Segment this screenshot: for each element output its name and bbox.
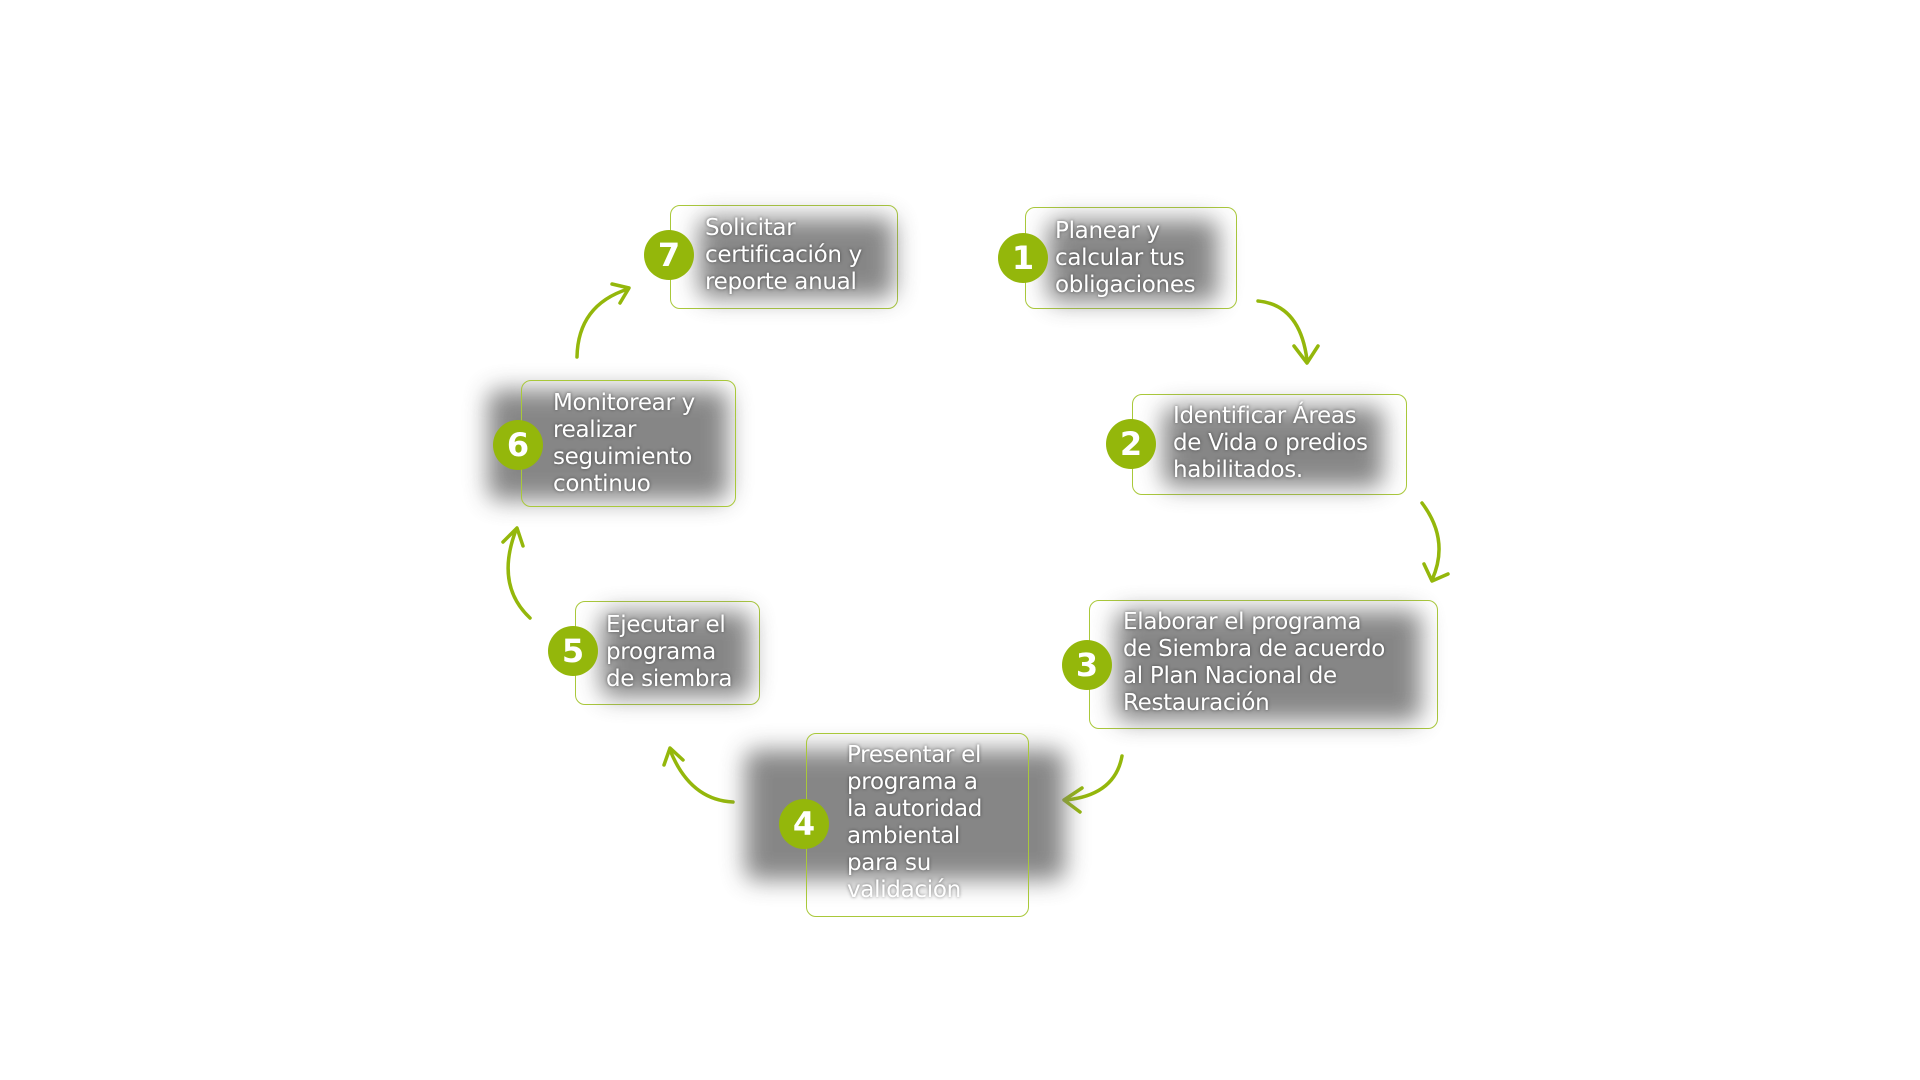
step-4-badge: 4 (779, 799, 829, 849)
step-2-text: Identificar Áreas de Vida o predios habi… (1173, 403, 1368, 483)
step-2-card: Identificar Áreas de Vida o predios habi… (1132, 394, 1407, 495)
step-7-card: Solicitar certificación y reporte anual (670, 205, 898, 309)
step-3-card: Elaborar el programa de Siembra de acuer… (1089, 600, 1438, 729)
arrow-1-to-2 (1256, 299, 1320, 365)
text-shadow-blob (699, 218, 894, 298)
step-4-card: Presentar el programa a la autoridad amb… (806, 733, 1029, 917)
arrow-6-to-7 (575, 282, 631, 359)
step-1-text: Planear y calcular tus obligaciones (1055, 218, 1196, 298)
text-shadow-blob (1116, 611, 1421, 721)
text-shadow-blob (1048, 220, 1218, 302)
text-shadow-blob (1163, 407, 1383, 487)
step-3-badge: 3 (1062, 640, 1112, 690)
step-5-text: Ejecutar el programa de siembra (606, 612, 733, 692)
step-6-badge: 6 (493, 420, 543, 470)
step-1-card: Planear y calcular tus obligaciones (1025, 207, 1237, 309)
arrow-2-to-3 (1420, 501, 1450, 583)
step-6-card: Monitorear y realizar seguimiento contin… (521, 380, 736, 507)
arrow-4-to-5 (662, 746, 735, 804)
step-5-badge: 5 (548, 626, 598, 676)
step-6-text: Monitorear y realizar seguimiento contin… (553, 390, 695, 497)
arrow-3-to-4 (1062, 754, 1124, 814)
step-3-text: Elaborar el programa de Siembra de acuer… (1123, 609, 1386, 716)
step-7-badge: 7 (644, 230, 694, 280)
step-2-badge: 2 (1106, 419, 1156, 469)
arrow-5-to-6 (501, 526, 532, 620)
text-shadow-blob (601, 612, 751, 697)
step-7-text: Solicitar certificación y reporte anual (705, 215, 862, 295)
step-1-badge: 1 (998, 233, 1048, 283)
step-4-text: Presentar el programa a la autoridad amb… (847, 742, 983, 903)
step-5-card: Ejecutar el programa de siembra (575, 601, 760, 705)
